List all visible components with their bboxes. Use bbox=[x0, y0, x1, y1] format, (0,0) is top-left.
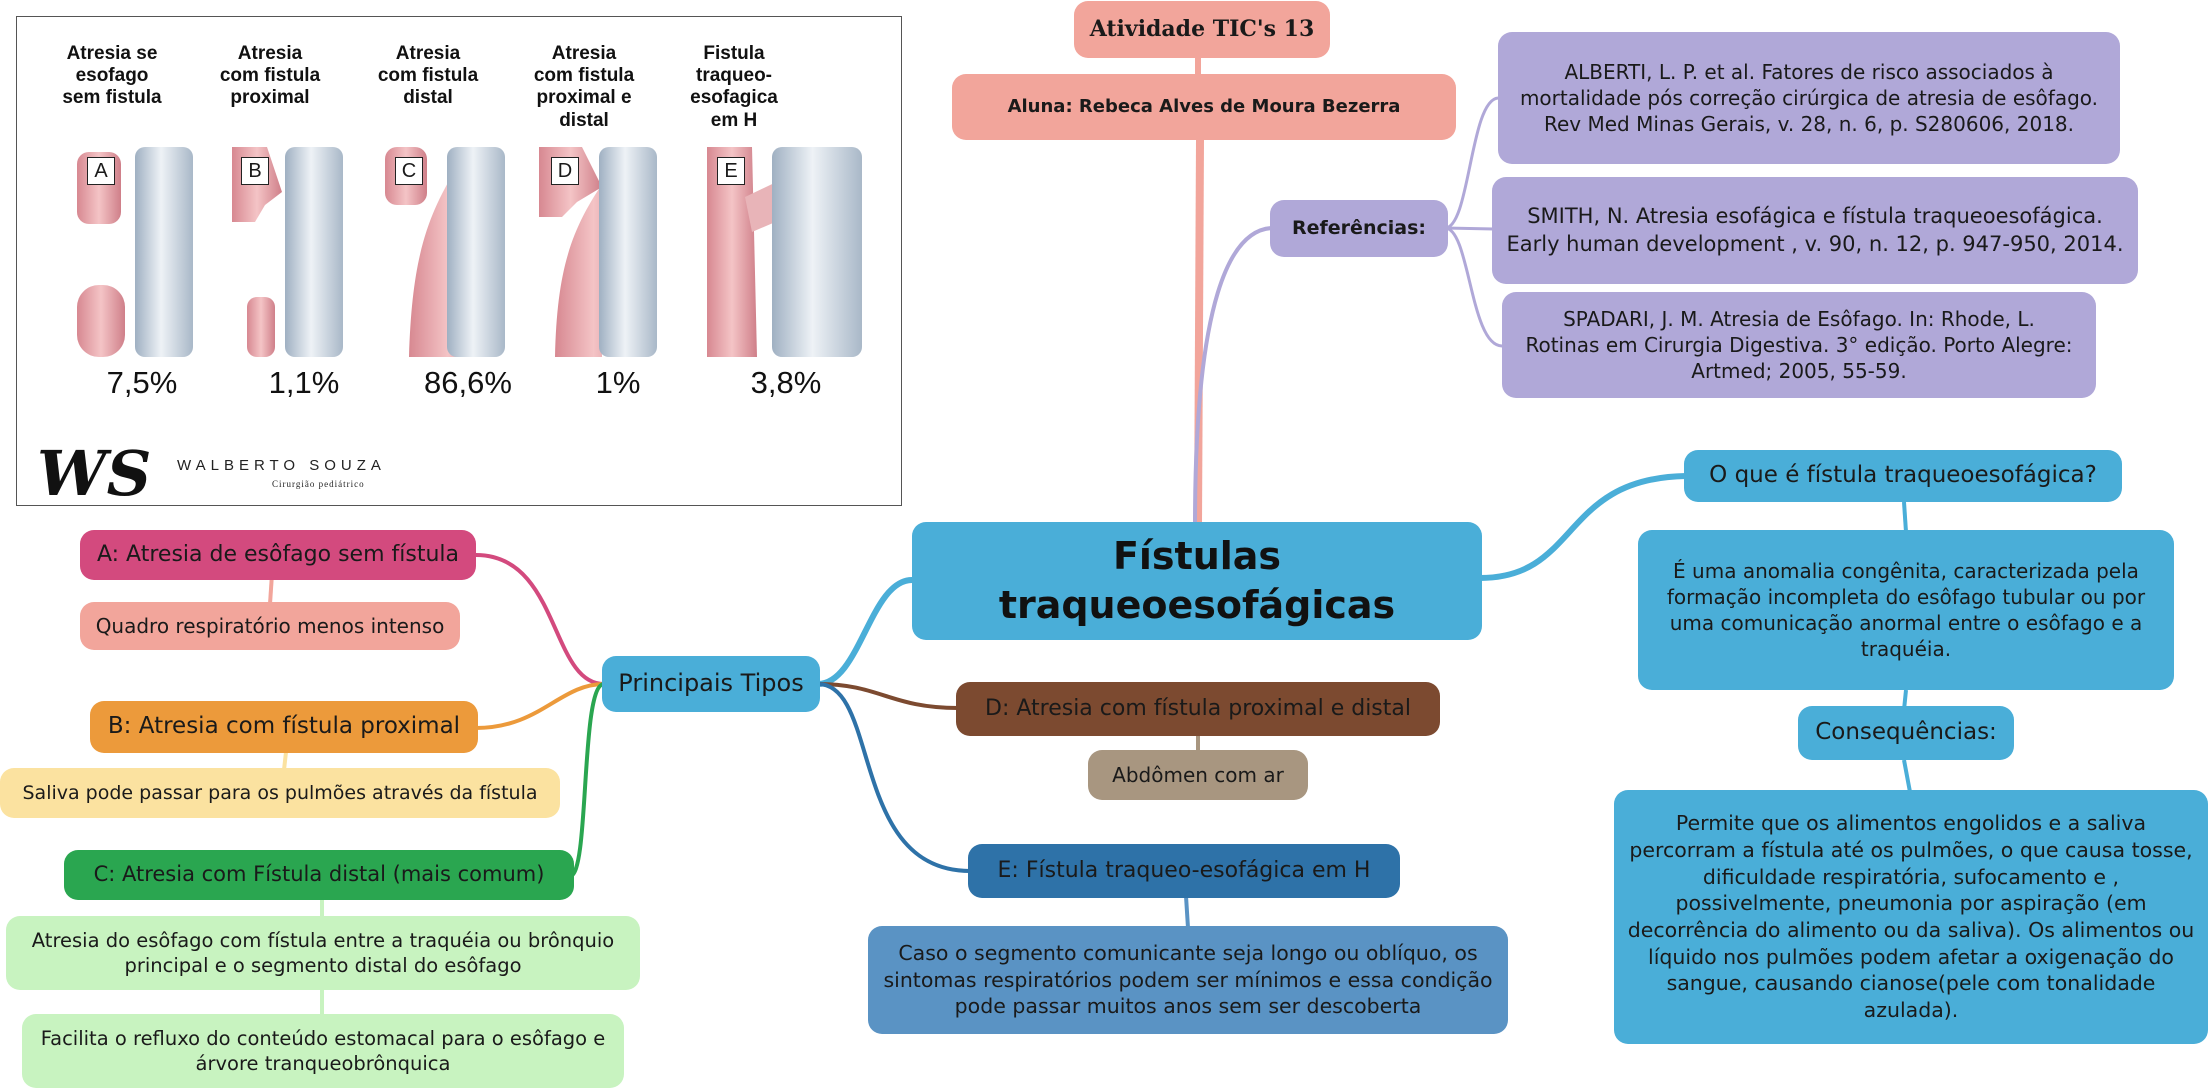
reference-item[interactable]: ALBERTI, L. P. et al. Fatores de risco a… bbox=[1498, 32, 2120, 164]
type-e-title[interactable]: E: Fístula traqueo-esofágica em H bbox=[968, 844, 1400, 898]
figure-pct-b: 1,1% bbox=[268, 365, 340, 400]
figure-title-e: Fistula traqueo- esofagica em H bbox=[690, 43, 778, 131]
figure-title-b: Atresia com fistula proximal bbox=[219, 43, 321, 109]
figure-label-c: C bbox=[395, 157, 423, 185]
type-a-note[interactable]: Quadro respiratório menos intenso bbox=[80, 602, 460, 650]
figure-pct-e: 3,8% bbox=[750, 365, 822, 400]
logo-subtitle: Cirurgião pediátrico bbox=[272, 479, 365, 489]
what-is-answer[interactable]: É uma anomalia congênita, caracterizada … bbox=[1638, 530, 2174, 690]
central-topic[interactable]: Fístulas traqueoesofágicas bbox=[912, 522, 1482, 640]
figure-pct-a: 7,5% bbox=[106, 365, 178, 400]
figure-title-a: Atresia se esofago sem fistula bbox=[62, 43, 162, 109]
type-c-title[interactable]: C: Atresia com Fístula distal (mais comu… bbox=[64, 850, 574, 900]
types-root[interactable]: Principais Tipos bbox=[602, 656, 820, 712]
consequences-text[interactable]: Permite que os alimentos engolidos e a s… bbox=[1614, 790, 2208, 1044]
logo-name: WALBERTO SOUZA bbox=[177, 457, 386, 474]
type-e-note[interactable]: Caso o segmento comunicante seja longo o… bbox=[868, 926, 1508, 1034]
type-b-note[interactable]: Saliva pode passar para os pulmões atrav… bbox=[0, 768, 560, 818]
figure-label-a: A bbox=[87, 157, 115, 185]
figure-pct-c: 86,6% bbox=[424, 365, 512, 400]
type-c-note[interactable]: Atresia do esôfago com fístula entre a t… bbox=[6, 916, 640, 990]
figure-title-d: Atresia com fistula proximal e distal bbox=[533, 43, 635, 131]
figure-label-e: E bbox=[717, 157, 745, 185]
type-d-title[interactable]: D: Atresia com fístula proximal e distal bbox=[956, 682, 1440, 736]
ws-logo-mark: WS bbox=[37, 437, 151, 507]
reference-item[interactable]: SPADARI, J. M. Atresia de Esôfago. In: R… bbox=[1502, 292, 2096, 398]
reference-item[interactable]: SMITH, N. Atresia esofágica e fístula tr… bbox=[1492, 177, 2138, 284]
activity-title[interactable]: Atividade TIC's 13 bbox=[1074, 1, 1330, 58]
figure-title-c: Atresia com fistula distal bbox=[377, 43, 479, 109]
student-name[interactable]: Aluna: Rebeca Alves de Moura Bezerra bbox=[952, 74, 1456, 140]
references-label[interactable]: Referências: bbox=[1270, 200, 1448, 257]
figure-pct-d: 1% bbox=[595, 365, 641, 400]
type-a-title[interactable]: A: Atresia de esôfago sem fístula bbox=[80, 530, 476, 580]
type-b-title[interactable]: B: Atresia com fístula proximal bbox=[90, 701, 478, 753]
figure-label-d: D bbox=[551, 157, 579, 185]
svg-text:WS: WS bbox=[37, 437, 151, 507]
type-c-note[interactable]: Facilita o refluxo do conteúdo estomacal… bbox=[22, 1014, 624, 1088]
what-is-question[interactable]: O que é fístula traqueoesofágica? bbox=[1684, 450, 2122, 502]
type-d-note[interactable]: Abdômen com ar bbox=[1088, 750, 1308, 800]
esophageal-atresia-figure: WS Atresia se esofago sem fistula Atresi… bbox=[16, 16, 902, 507]
illustration-e bbox=[707, 147, 862, 357]
figure-label-b: B bbox=[241, 157, 269, 185]
consequences-label[interactable]: Consequências: bbox=[1798, 706, 2014, 760]
